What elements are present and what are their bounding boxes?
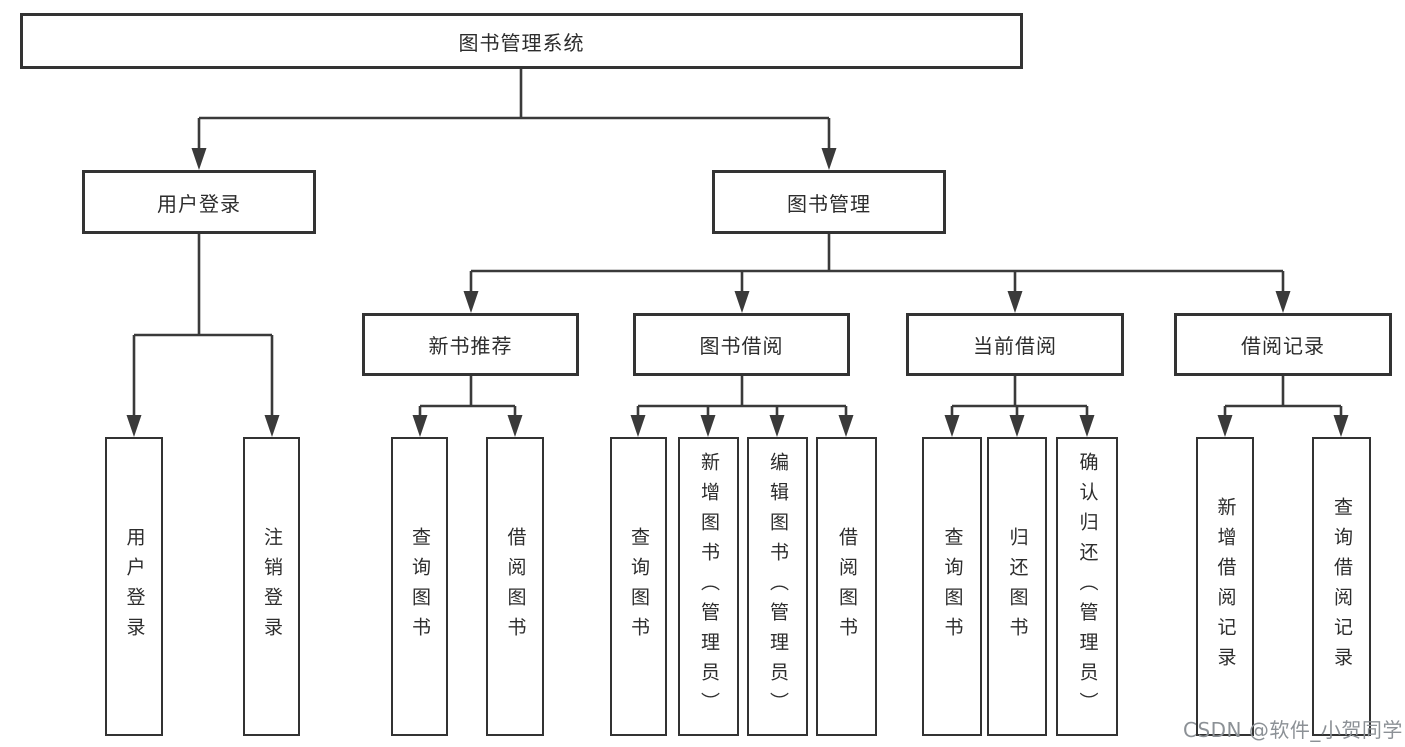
leaf-current-confirm-return-admin: 确认归还（管理员） (1056, 437, 1118, 736)
leaf-record-query-record: 查询借阅记录 (1312, 437, 1371, 736)
leaf-current-return-book: 归还图书 (987, 437, 1047, 736)
node-user-login-branch: 用户登录 (82, 170, 316, 234)
node-book-management-branch: 图书管理 (712, 170, 946, 234)
leaf-record-add-record: 新增借阅记录 (1196, 437, 1254, 736)
node-root-system: 图书管理系统 (20, 13, 1023, 69)
node-current-borrow: 当前借阅 (906, 313, 1124, 376)
leaf-borrow-add-book-admin: 新增图书（管理员） (678, 437, 739, 736)
leaf-borrow-edit-book-admin: 编辑图书（管理员） (747, 437, 808, 736)
arrowheads (126, 148, 1349, 437)
leaf-borrow-query-book: 查询图书 (610, 437, 667, 736)
leaf-borrow-borrow-book: 借阅图书 (816, 437, 877, 736)
leaf-logout: 注销登录 (243, 437, 300, 736)
node-new-book-recommend: 新书推荐 (362, 313, 579, 376)
leaf-newrec-borrow-book: 借阅图书 (486, 437, 544, 736)
node-borrow-record: 借阅记录 (1174, 313, 1392, 376)
leaf-newrec-query-book: 查询图书 (391, 437, 448, 736)
node-book-borrow: 图书借阅 (633, 313, 850, 376)
csdn-watermark: CSDN @软件_小贺同学 (1183, 718, 1403, 742)
leaf-user-login: 用户登录 (105, 437, 163, 736)
leaf-current-query-book: 查询图书 (922, 437, 982, 736)
